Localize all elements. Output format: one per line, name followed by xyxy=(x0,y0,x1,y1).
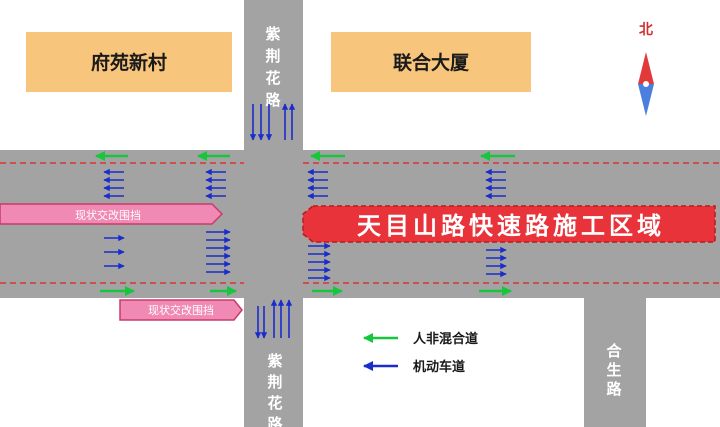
road-label-char: 紫 xyxy=(265,25,280,43)
legend: 人非混合道 机动车道 xyxy=(363,331,478,375)
construction-zone-label: 天目山路快速路施工区域 xyxy=(357,211,665,240)
road-label-char: 合 xyxy=(605,342,622,360)
road-label-char: 荆 xyxy=(265,47,280,65)
legend-nonmotor-label: 人非混合道 xyxy=(413,331,478,347)
building-fuyuan-label: 府苑新村 xyxy=(91,51,167,74)
road-label-char: 路 xyxy=(267,415,283,427)
building-fuyuan: 府苑新村 xyxy=(26,32,232,92)
road-label-char: 生 xyxy=(606,361,621,379)
road-label-char: 荆 xyxy=(267,373,282,391)
road-label-char: 紫 xyxy=(267,352,282,370)
barrier-upper-label: 现状交改围挡 xyxy=(75,208,141,222)
hesheng-road-label: 合生路 xyxy=(605,342,622,398)
legend-motor-label: 机动车道 xyxy=(413,359,465,375)
compass-north-icon: 北 xyxy=(638,22,654,116)
road-label-char: 路 xyxy=(606,380,622,398)
hesheng-road xyxy=(584,298,646,427)
lane-lines xyxy=(0,162,720,284)
barrier-lower-label: 现状交改围挡 xyxy=(148,303,214,317)
zijinghua-road xyxy=(244,0,303,427)
compass-label: 北 xyxy=(639,22,653,38)
building-lianhe-label: 联合大厦 xyxy=(393,51,470,74)
road-label-char: 路 xyxy=(265,91,281,109)
traffic-arrows xyxy=(95,103,515,339)
building-lianhe: 联合大厦 xyxy=(331,32,531,92)
barrier-upper: 现状交改围挡 xyxy=(0,203,224,225)
construction-zone: 天目山路快速路施工区域 xyxy=(302,205,716,243)
road-label-char: 花 xyxy=(265,69,280,87)
barrier-lower: 现状交改围挡 xyxy=(119,299,243,321)
road-label-char: 花 xyxy=(267,394,282,412)
